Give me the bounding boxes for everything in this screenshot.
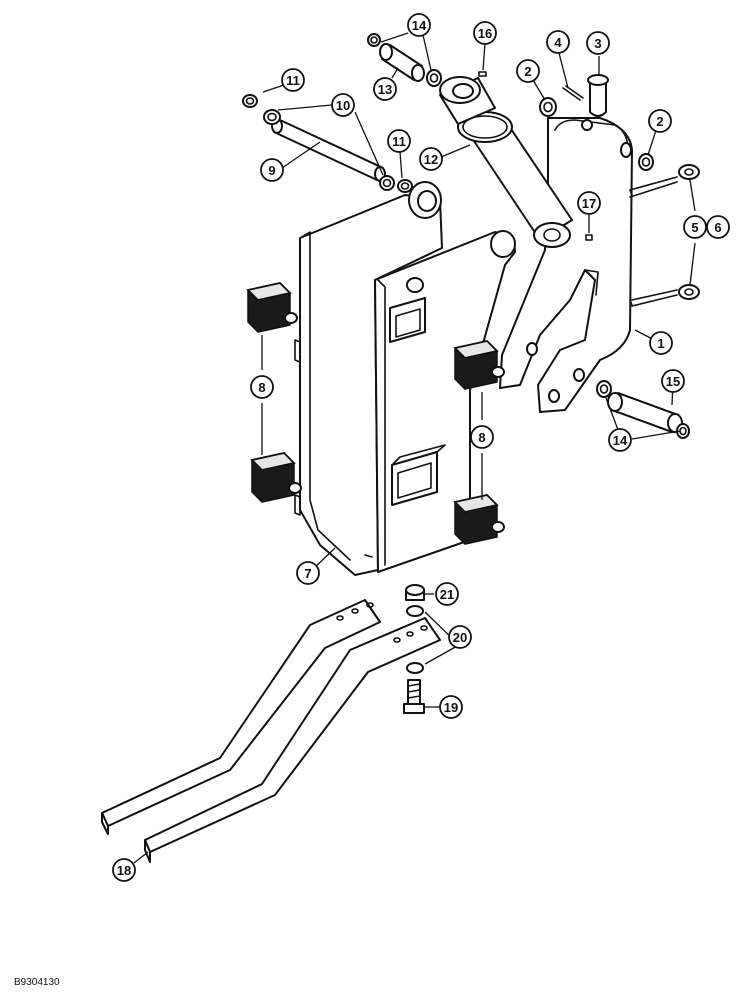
svg-text:18: 18 — [117, 863, 131, 878]
swing-cylinder — [439, 76, 573, 248]
callout-14a: 14 — [407, 13, 431, 37]
callout-18: 18 — [112, 858, 136, 882]
svg-text:11: 11 — [392, 134, 406, 149]
svg-text:10: 10 — [336, 98, 350, 113]
callout-4: 4 — [546, 30, 570, 54]
rubber-mount-lower-left — [250, 452, 302, 503]
svg-text:21: 21 — [440, 587, 454, 602]
rubber-mount-upper-left — [246, 282, 298, 333]
svg-text:2: 2 — [656, 114, 663, 129]
svg-text:19: 19 — [444, 700, 458, 715]
frame-housing — [294, 181, 516, 576]
callout-15: 15 — [661, 369, 685, 393]
svg-text:1: 1 — [657, 336, 664, 351]
callout-10: 10 — [331, 93, 355, 117]
callout-8a: 8 — [250, 375, 274, 399]
svg-text:6: 6 — [714, 220, 721, 235]
svg-text:8: 8 — [478, 430, 485, 445]
svg-text:14: 14 — [412, 18, 427, 33]
nut-21 — [405, 584, 425, 601]
svg-text:16: 16 — [478, 26, 492, 41]
callouts: 1 2 2 3 4 5 6 7 8 8 9 10 11 11 12 13 14 … — [112, 13, 730, 882]
callout-9: 9 — [260, 158, 284, 182]
svg-text:4: 4 — [554, 35, 562, 50]
pin-9 — [271, 118, 386, 182]
svg-text:2: 2 — [524, 64, 531, 79]
callout-16: 16 — [473, 21, 497, 45]
callout-13: 13 — [373, 77, 397, 101]
strap-rear — [101, 599, 381, 835]
svg-text:20: 20 — [453, 630, 467, 645]
svg-text:12: 12 — [424, 152, 438, 167]
svg-text:9: 9 — [268, 163, 275, 178]
callout-12: 12 — [419, 147, 443, 171]
svg-text:13: 13 — [378, 82, 392, 97]
callout-20: 20 — [448, 625, 472, 649]
svg-text:5: 5 — [691, 220, 698, 235]
svg-text:11: 11 — [286, 73, 300, 88]
callout-11a: 11 — [281, 68, 305, 92]
swing-tower-bracket — [499, 117, 633, 413]
pin-4 — [562, 85, 584, 101]
rubber-mount-upper-right — [453, 340, 505, 390]
svg-text:14: 14 — [613, 433, 628, 448]
svg-text:7: 7 — [304, 566, 311, 581]
callout-7: 7 — [296, 561, 320, 585]
strap-front — [144, 617, 441, 863]
grease-fitting-16 — [478, 71, 487, 77]
washer-20 — [406, 605, 424, 674]
callout-8b: 8 — [470, 425, 494, 449]
bolt-19 — [403, 679, 425, 714]
svg-text:3: 3 — [594, 36, 601, 51]
callout-17: 17 — [577, 191, 601, 215]
pin-15 — [607, 392, 683, 433]
callout-3: 3 — [586, 31, 610, 55]
grease-fitting-17 — [585, 234, 593, 241]
rubber-mount-lower-right — [453, 494, 505, 545]
callout-11b: 11 — [387, 129, 411, 153]
callout-2b: 2 — [648, 109, 672, 133]
callout-21: 21 — [435, 582, 459, 606]
svg-text:8: 8 — [258, 380, 265, 395]
callout-1: 1 — [649, 331, 673, 355]
callout-19: 19 — [439, 695, 463, 719]
callout-14b: 14 — [608, 428, 632, 452]
bolts-5 — [629, 176, 678, 307]
figure-id: B9304130 — [14, 977, 60, 988]
pin-3 — [587, 74, 609, 117]
pin-13 — [379, 43, 425, 82]
svg-text:17: 17 — [582, 196, 596, 211]
callout-5: 5 — [683, 215, 707, 239]
callout-6: 6 — [706, 215, 730, 239]
svg-text:15: 15 — [666, 374, 680, 389]
washers — [242, 33, 700, 439]
callout-2a: 2 — [516, 59, 540, 83]
